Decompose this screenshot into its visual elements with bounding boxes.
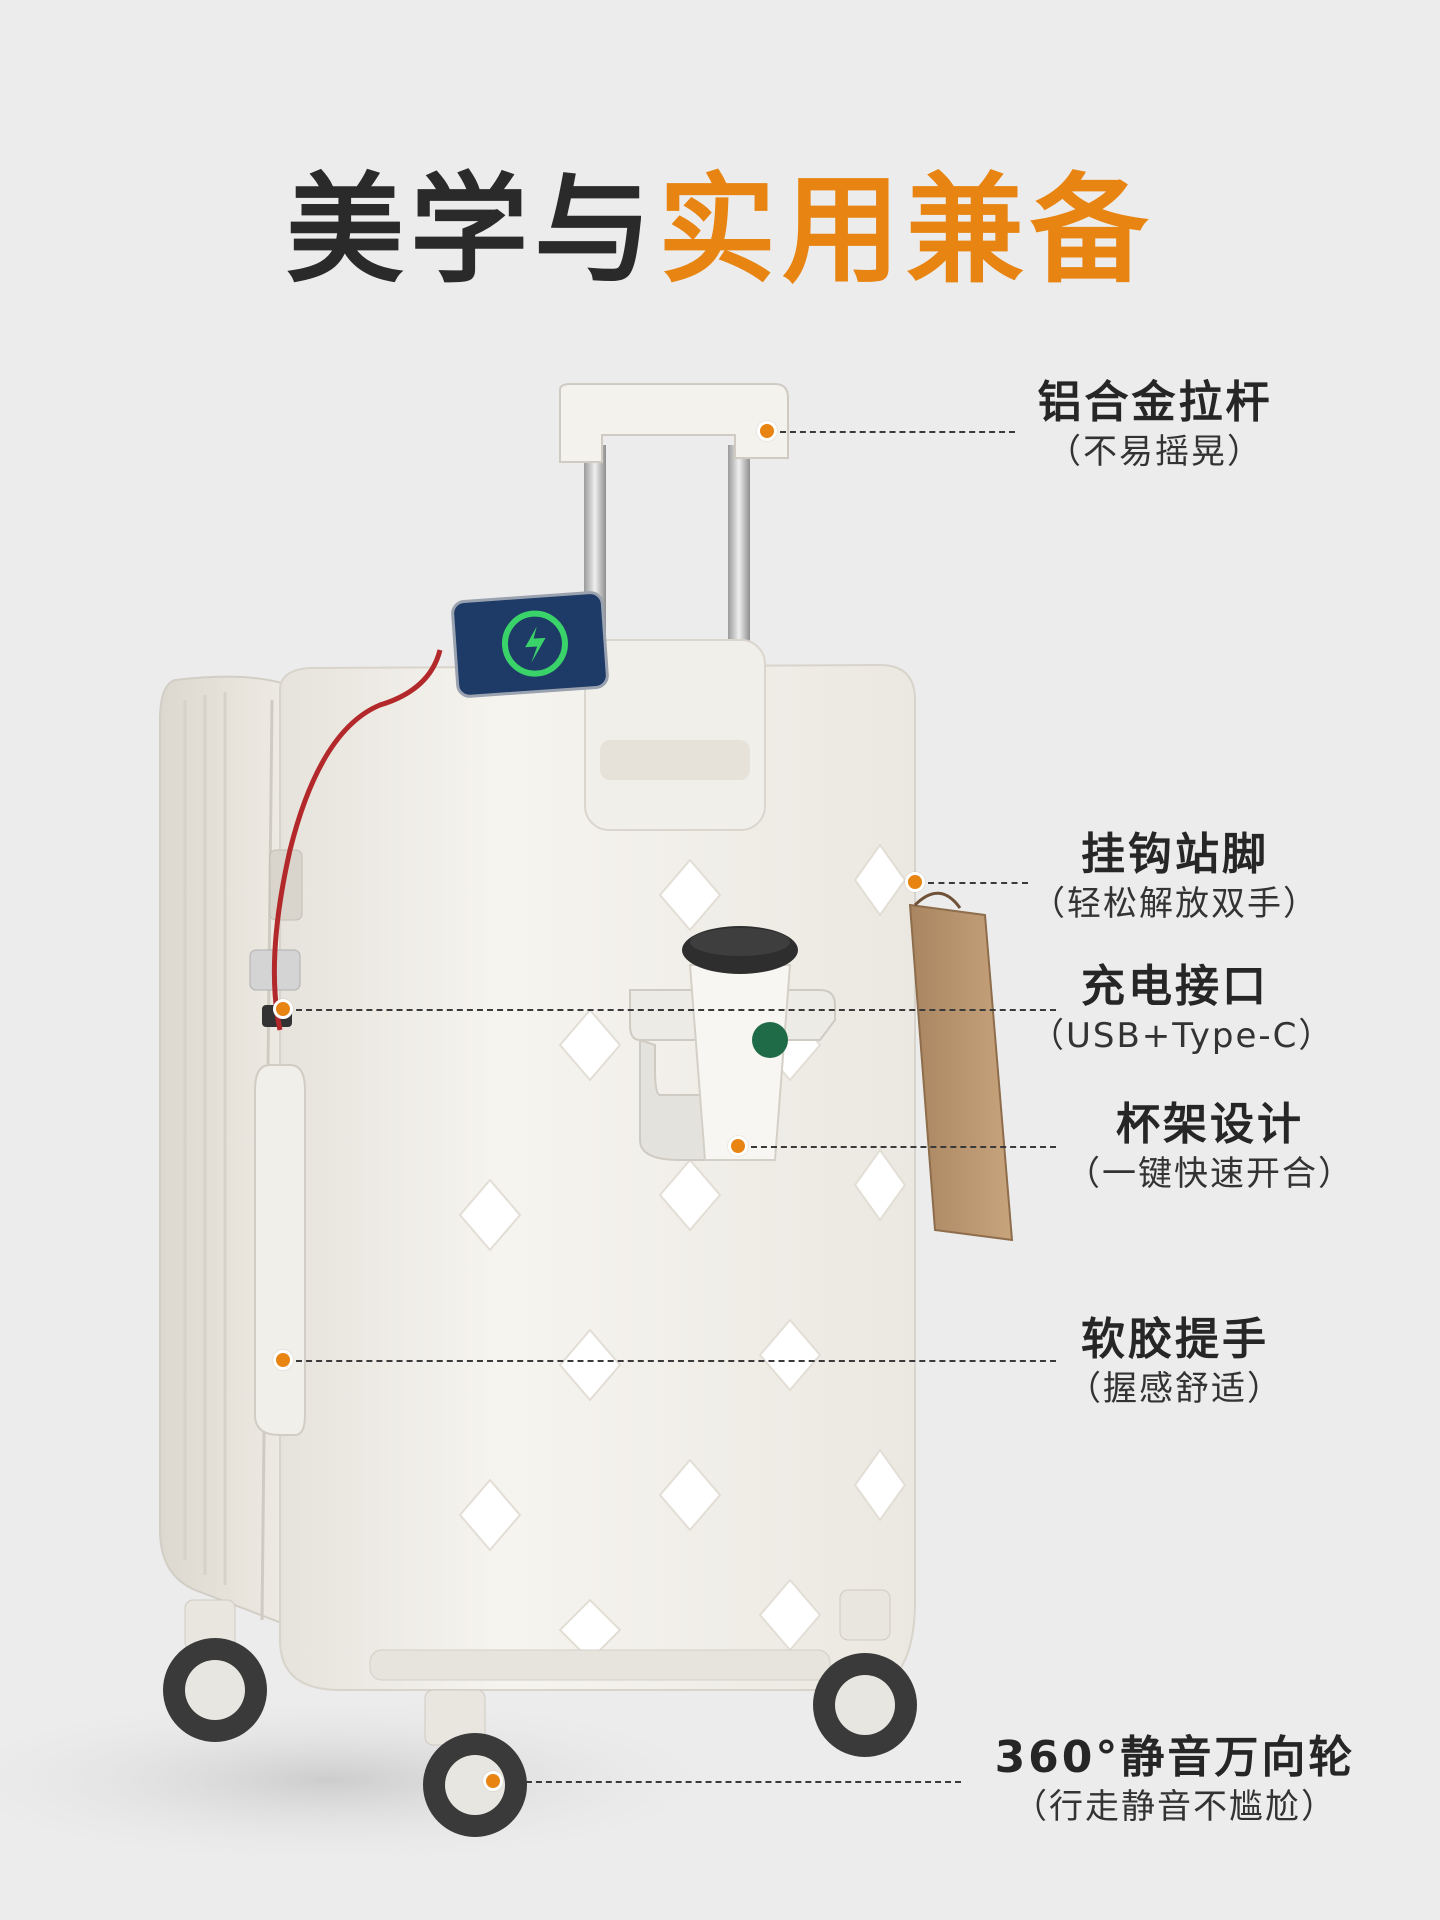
- paper-bag: [908, 903, 1014, 1242]
- handle-housing-slot: [600, 740, 750, 780]
- coffee-cup: [688, 964, 792, 1161]
- feature-subtitle: （不易摇晃）: [1047, 431, 1263, 472]
- feature-subtitle: （USB+Type-C）: [1030, 1015, 1335, 1056]
- callout-label: 铝合金拉杆 （不易摇晃）: [1025, 377, 1285, 476]
- callout-label: 充电接口 （USB+Type-C）: [1030, 961, 1335, 1060]
- callout-dot: [905, 872, 925, 892]
- floor-shadow: [0, 1690, 750, 1870]
- paper-bag-handle: [913, 891, 962, 909]
- side-handle: [254, 1064, 306, 1436]
- wheel-front: [423, 1689, 527, 1837]
- phone: [451, 591, 609, 698]
- feature-title: 铝合金拉杆: [1037, 377, 1273, 428]
- callout-leader: [780, 431, 1015, 433]
- callout-label: 360°静音万向轮 （行走静音不尴尬）: [975, 1732, 1375, 1831]
- callout-dot: [757, 421, 777, 441]
- callout-dot: [483, 1771, 503, 1791]
- feature-title: 充电接口: [1081, 961, 1269, 1012]
- wheel-back-left: [163, 1599, 267, 1742]
- callout-leader: [296, 1360, 1056, 1362]
- trolley-handle: [559, 383, 789, 463]
- callout-label: 杯架设计 （一键快速开合）: [1060, 1099, 1360, 1198]
- feature-title: 360°静音万向轮: [994, 1732, 1356, 1783]
- coffee-lid-top: [690, 928, 790, 956]
- callout-label: 软胶提手 （握感舒适）: [1030, 1314, 1320, 1413]
- feature-subtitle: （握感舒适）: [1067, 1368, 1283, 1409]
- feature-title: 杯架设计: [1116, 1099, 1304, 1150]
- headline: 美学与实用兼备: [0, 160, 1440, 302]
- feature-subtitle: （一键快速开合）: [1066, 1153, 1354, 1194]
- headline-part-1: 美学与: [285, 161, 658, 299]
- suitcase-front: [279, 663, 916, 1691]
- headline-part-2: 实用兼备: [658, 161, 1155, 299]
- callout-dot: [728, 1136, 748, 1156]
- bottom-bumper: [369, 1649, 831, 1681]
- callout-leader: [506, 1781, 961, 1783]
- cup-logo: [752, 1022, 788, 1058]
- callout-leader: [751, 1146, 1056, 1148]
- callout-label: 挂钩站脚 （轻松解放双手）: [1030, 829, 1320, 928]
- callout-dot: [273, 999, 293, 1019]
- wheel-back-right: [813, 1589, 917, 1757]
- callout-leader: [928, 882, 1028, 884]
- callout-leader: [296, 1009, 1056, 1011]
- callout-dot: [273, 1350, 293, 1370]
- feature-title: 软胶提手: [1081, 1314, 1269, 1365]
- charging-cable: [271, 649, 443, 1031]
- feature-title: 挂钩站脚: [1081, 829, 1269, 880]
- feature-subtitle: （行走静音不尴尬）: [1013, 1786, 1337, 1827]
- feature-subtitle: （轻松解放双手）: [1031, 883, 1319, 924]
- handle-housing: [584, 639, 766, 831]
